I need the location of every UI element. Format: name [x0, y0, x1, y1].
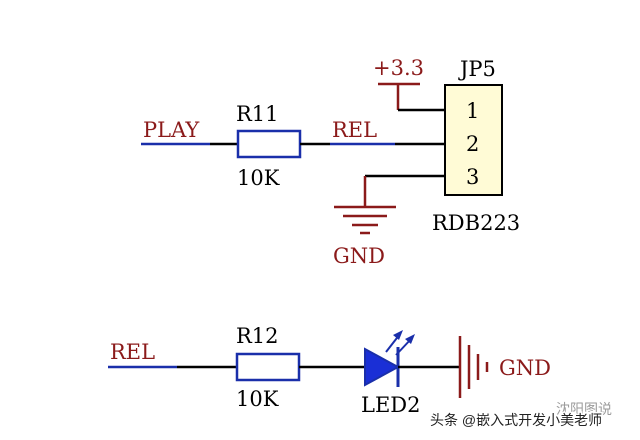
gnd-label-bottom: GND: [499, 356, 551, 380]
bottom-circuit: REL R12 10K LED2 GND: [108, 324, 551, 417]
net-label-play: PLAY: [143, 118, 200, 142]
r11-resistor: [236, 129, 302, 159]
ground-icon: [334, 205, 396, 235]
r11-value-label: 10K: [237, 166, 280, 190]
r12-resistor: [235, 352, 301, 382]
jp5-pin-3: 3: [466, 165, 479, 189]
jp5-pin-2: 2: [466, 132, 479, 156]
watermark: 沈阳图说 头条 @嵌入式开发小美老师: [429, 401, 613, 430]
top-circuit: PLAY R11 10K REL +3.3 JP5 1 2 3 RDB223: [141, 56, 520, 268]
jp5-ref-label: JP5: [458, 57, 496, 81]
jp5-connector-body: [444, 84, 503, 196]
watermark-text: 头条 @嵌入式开发小美老师: [430, 412, 602, 428]
jp5-part-label: RDB223: [432, 211, 520, 235]
net-label-rel-top: REL: [332, 118, 377, 142]
power-label-3v3: +3.3: [373, 56, 424, 80]
led2-ref-label: LED2: [361, 393, 420, 417]
watermark-corner-text: 沈阳图说: [556, 401, 612, 417]
led-icon: [364, 330, 415, 387]
r11-ref-label: R11: [236, 102, 279, 126]
r12-value-label: 10K: [236, 387, 279, 411]
jp5-pin-1: 1: [466, 99, 479, 123]
r12-ref-label: R12: [236, 324, 279, 348]
gnd-label-top: GND: [333, 244, 385, 268]
net-label-rel-bottom: REL: [110, 340, 155, 364]
ground-icon-bottom: [458, 336, 489, 398]
